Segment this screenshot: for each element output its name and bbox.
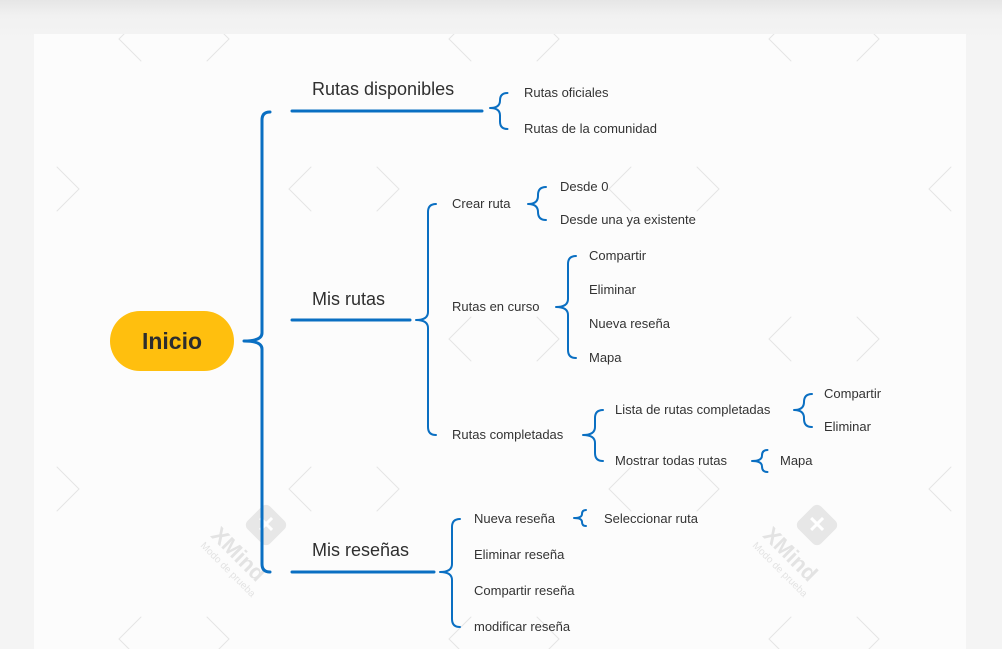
watermark-line (56, 466, 80, 490)
watermark-line (448, 338, 472, 362)
watermark-line (928, 466, 952, 490)
watermark-line (448, 38, 472, 62)
brace-connector (527, 186, 547, 221)
brace-connector (415, 203, 437, 436)
watermark-line (768, 338, 792, 362)
subtopic-rutas-oficiales[interactable]: Rutas oficiales (524, 85, 609, 100)
subtopic-mostrar-todas[interactable]: Mostrar todas rutas (615, 453, 727, 468)
watermark-line (856, 616, 880, 640)
watermark-line (696, 466, 720, 490)
watermark-line (376, 188, 400, 212)
subtopic-lista-eliminar[interactable]: Eliminar (824, 419, 871, 434)
watermark-line (288, 166, 312, 190)
watermark-line (928, 188, 952, 212)
root-topic[interactable]: Inicio (110, 311, 234, 371)
subtopic-seleccionar-ruta[interactable]: Seleccionar ruta (604, 511, 698, 526)
topic-mis-rutas[interactable]: Mis rutas (312, 289, 386, 309)
brace-connector (751, 449, 769, 473)
subtopic-lista-compartir[interactable]: Compartir (824, 386, 882, 401)
watermark-line (856, 38, 880, 62)
watermark-line (448, 638, 460, 649)
watermark-line (768, 34, 775, 40)
brace-connector (793, 393, 813, 428)
brace-connector (573, 509, 587, 527)
brace-connector (489, 92, 509, 130)
watermark-line (608, 488, 632, 512)
watermark-line (218, 638, 230, 649)
watermark-line (118, 38, 142, 62)
watermark-line (548, 638, 560, 649)
subtopic-mostrar-mapa[interactable]: Mapa (780, 453, 813, 468)
watermark-line (288, 466, 312, 490)
watermark-line (56, 488, 80, 512)
connector-layer (242, 92, 813, 628)
watermark-line (696, 188, 720, 212)
subtopic-crear-ruta[interactable]: Crear ruta (452, 196, 511, 211)
watermark-line (856, 338, 880, 362)
watermark-line (56, 166, 80, 190)
subtopic-rutas-completadas[interactable]: Rutas completadas (452, 427, 564, 442)
watermark-line (376, 466, 400, 490)
watermark-line (768, 38, 792, 62)
watermark-line (206, 616, 230, 640)
subtopic-eliminar[interactable]: Eliminar (589, 282, 636, 297)
topic-mis-resenas[interactable]: Mis reseñas (312, 540, 410, 560)
watermark-line (376, 166, 400, 190)
topic-rutas-disponibles[interactable]: Rutas disponibles (312, 79, 455, 99)
watermark-line (696, 166, 720, 190)
subtopic-rutas-comunidad[interactable]: Rutas de la comunidad (524, 121, 657, 136)
watermark-line (553, 34, 560, 40)
brace-connector (242, 110, 272, 574)
subtopic-nueva-resena-r[interactable]: Nueva reseña (474, 511, 555, 526)
watermark-line (448, 34, 455, 40)
watermark-line (118, 34, 125, 40)
watermark-line (768, 638, 780, 649)
subtopic-desde-existente[interactable]: Desde una ya existente (560, 212, 696, 227)
watermark-line (118, 616, 142, 640)
subtopic-compartir[interactable]: Compartir (589, 248, 647, 263)
watermark-line (206, 38, 230, 62)
watermark-line (856, 316, 880, 340)
watermark-line (873, 34, 880, 40)
watermark-line (288, 488, 312, 512)
brace-connector (582, 409, 604, 462)
subtopic-desde-0[interactable]: Desde 0 (560, 179, 609, 194)
watermark-line (928, 166, 952, 190)
watermark-line (868, 638, 880, 649)
watermark-line (288, 188, 312, 212)
watermark-line (536, 38, 560, 62)
watermark-line (56, 188, 80, 212)
mind-map-canvas[interactable]: ✕ XMind Modo de prueba ✕ XMind Modo de p… (34, 34, 966, 649)
watermark-line (608, 466, 632, 490)
watermark-line (376, 488, 400, 512)
watermark-line (696, 488, 720, 512)
watermark-line (608, 166, 632, 190)
subtopic-modificar-resena[interactable]: modificar reseña (474, 619, 571, 634)
watermark-line (928, 488, 952, 512)
watermark-line (448, 316, 472, 340)
brace-connector (439, 518, 461, 628)
watermark-line (118, 638, 130, 649)
brace-connector (555, 255, 577, 359)
subtopic-mapa[interactable]: Mapa (589, 350, 622, 365)
subtopic-rutas-en-curso[interactable]: Rutas en curso (452, 299, 540, 314)
watermark-line (768, 616, 792, 640)
watermark-line (608, 188, 632, 212)
watermark-line (223, 34, 230, 40)
watermark-line (768, 316, 792, 340)
subtopic-eliminar-resena[interactable]: Eliminar reseña (474, 547, 565, 562)
watermark-line (536, 338, 560, 362)
watermark-line (536, 316, 560, 340)
watermark-line (536, 616, 560, 640)
subtopic-lista-completadas[interactable]: Lista de rutas completadas (615, 402, 771, 417)
subtopic-nueva-resena[interactable]: Nueva reseña (589, 316, 670, 331)
subtopic-compartir-resena[interactable]: Compartir reseña (474, 583, 575, 598)
